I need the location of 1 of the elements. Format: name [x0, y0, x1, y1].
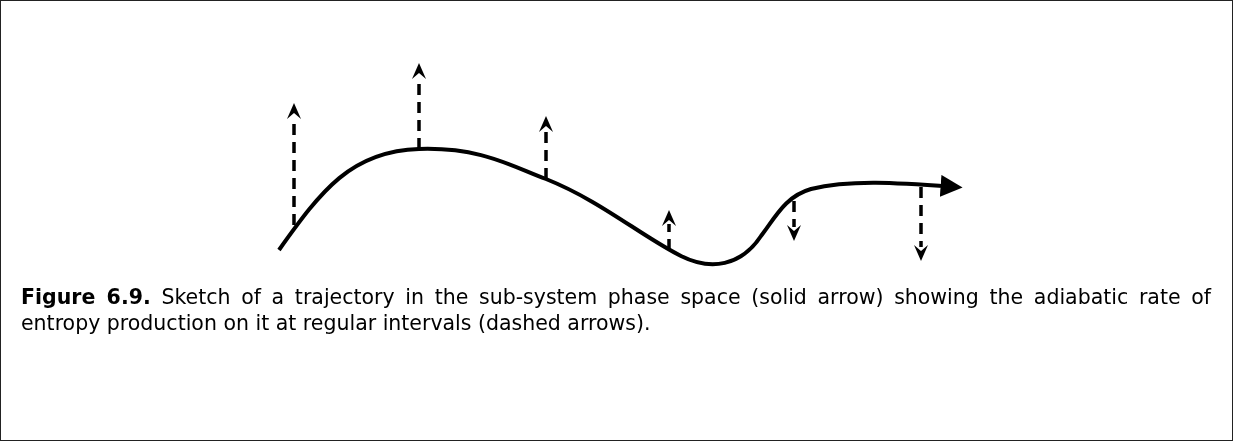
figure-caption: Figure 6.9. Sketch of a trajectory in the sub-system phase space (solid arrow) showing the adiabatic rate of entropy production on it at regular intervals (dashed arrows). [21, 284, 1211, 336]
